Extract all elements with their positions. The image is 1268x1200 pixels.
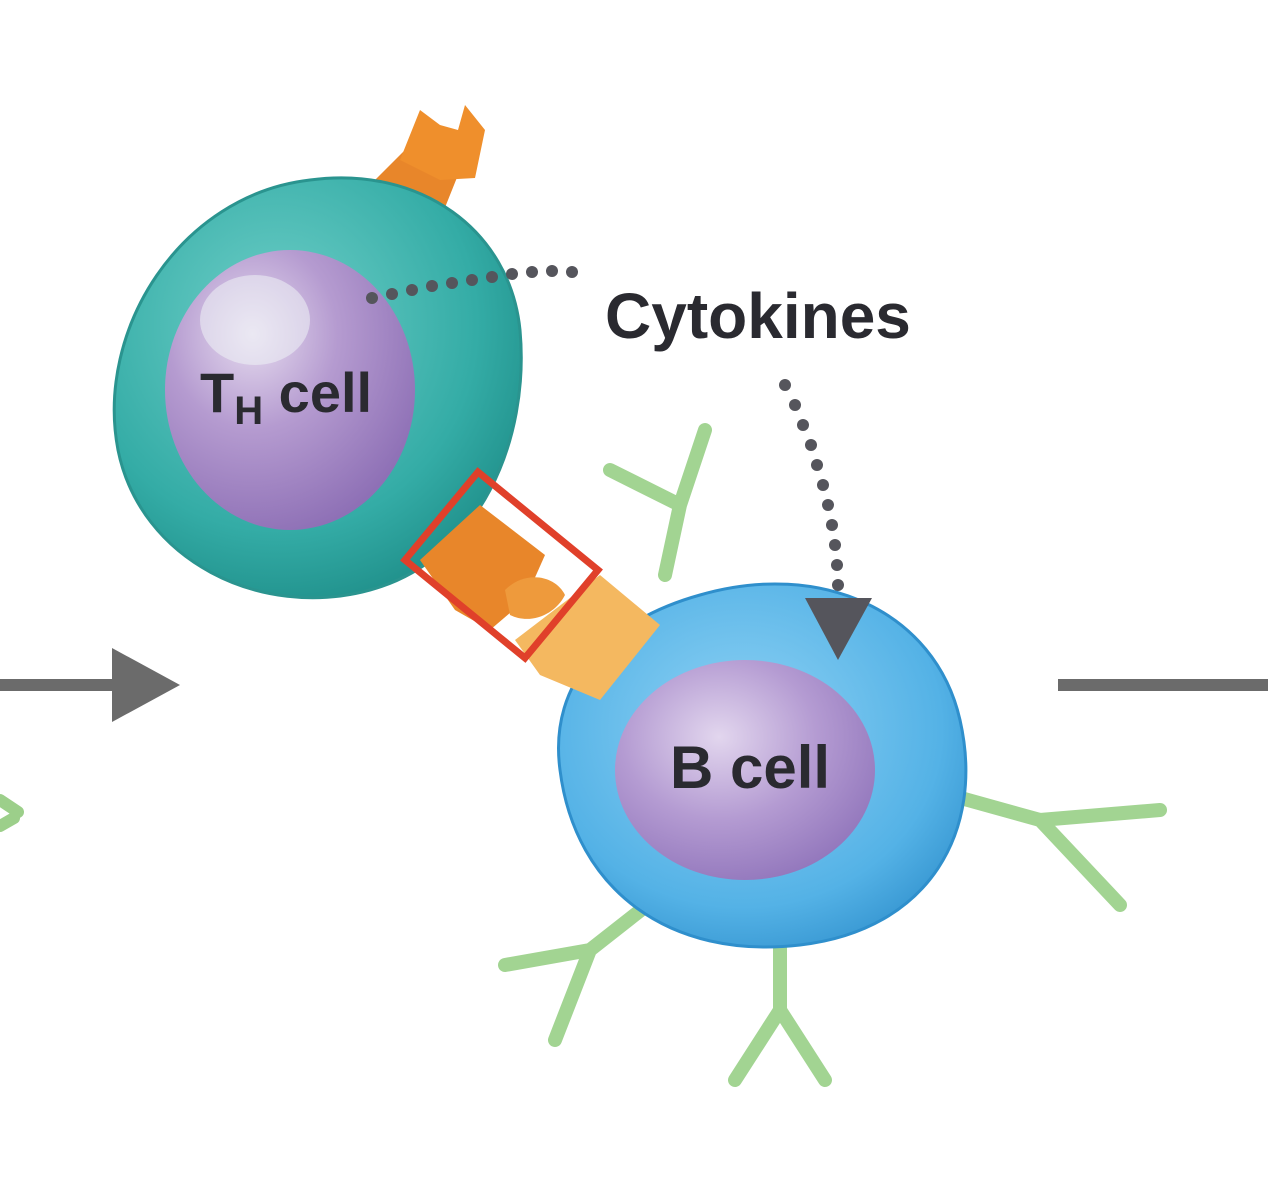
th-cell-label: TH cell (200, 361, 372, 433)
cytokine-arrowhead (805, 598, 872, 660)
b-cell: B cell (557, 582, 968, 949)
cytokines-label: Cytokines (605, 280, 911, 352)
b-nucleus (615, 660, 875, 880)
incoming-arrow (0, 648, 180, 722)
antibody-bottom-left (498, 888, 667, 1047)
th-cell: TH cell (112, 105, 523, 600)
cytokine-dots-lower (779, 379, 844, 591)
highlight-box (400, 467, 603, 663)
b-cell-receptor (515, 575, 660, 700)
cytokine-dots-upper (366, 265, 578, 304)
antibody-fragment-left (0, 794, 24, 832)
antibody-top (603, 423, 712, 582)
b-cell-label: B cell (670, 734, 830, 801)
antibody-bottom (728, 928, 832, 1087)
antibody-right (943, 788, 1167, 912)
